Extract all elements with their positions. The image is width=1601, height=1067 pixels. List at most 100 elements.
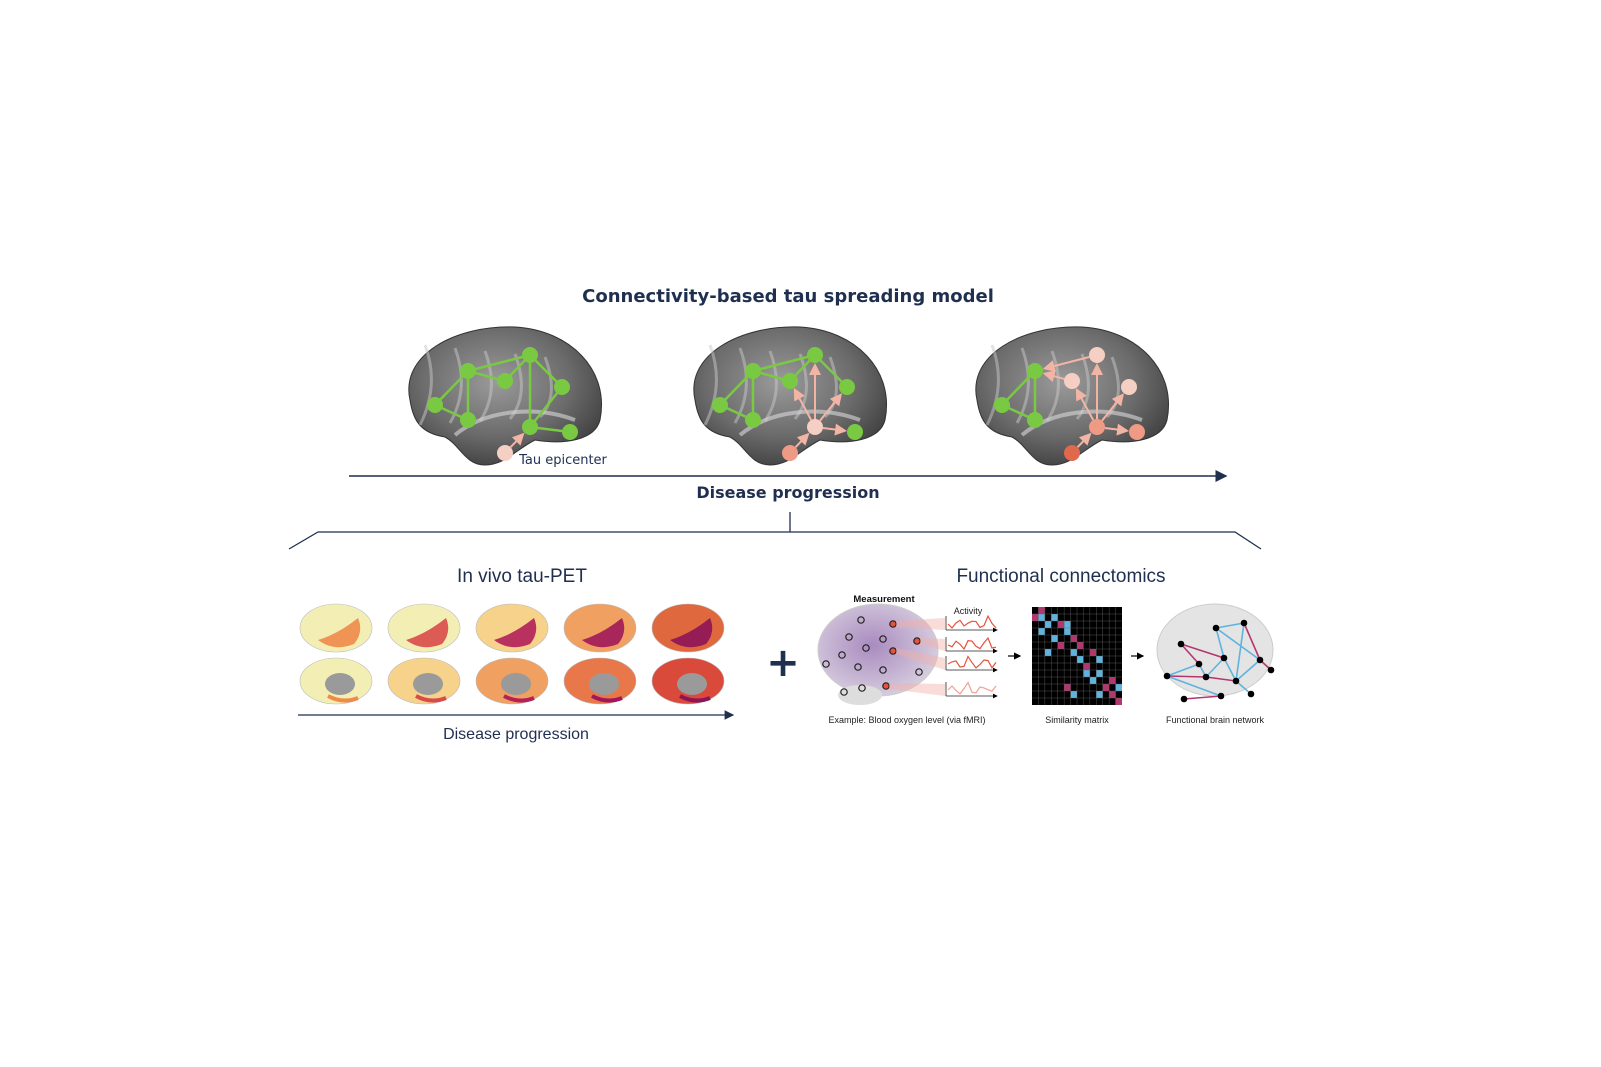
tau-epicenter-label: Tau epicenter xyxy=(518,453,607,468)
connectomics-title: Functional connectomics xyxy=(956,566,1165,587)
pet-temporal-uptake xyxy=(318,618,361,648)
corpus-callosum xyxy=(325,673,355,695)
matrix-cell xyxy=(1115,698,1122,705)
network-edge xyxy=(1166,675,1222,697)
matrix-cell xyxy=(1044,621,1052,628)
network-caption: Functional brain network xyxy=(1166,715,1265,725)
roi-node xyxy=(857,616,865,624)
figure-title: Connectivity-based tau spreading model xyxy=(582,286,994,307)
brain-sulcus xyxy=(763,350,778,422)
matrix-cell xyxy=(1096,670,1103,677)
matrix-cell xyxy=(1070,635,1077,642)
activity-trace xyxy=(947,614,997,629)
pet-temporal-uptake xyxy=(582,618,625,648)
healthy-node xyxy=(497,373,513,389)
connection-edge xyxy=(467,353,531,373)
matrix-cell xyxy=(1109,691,1116,698)
pet-medial-temporal-uptake xyxy=(503,694,535,703)
healthy-node xyxy=(460,363,476,379)
network-edge xyxy=(1205,657,1225,678)
brain-sulcus xyxy=(1015,347,1030,424)
healthy-node xyxy=(554,379,570,395)
matrix-cell xyxy=(1051,614,1058,621)
network-edge xyxy=(1235,659,1261,682)
healthy-node xyxy=(1027,363,1043,379)
tau-spread-arrow xyxy=(509,432,525,448)
tau-pet-brains xyxy=(299,603,725,705)
network-edge xyxy=(1235,680,1252,695)
healthy-node xyxy=(1027,412,1043,428)
healthy-node xyxy=(460,412,476,428)
matrix-cell xyxy=(1064,684,1071,691)
pet-brain-pair-1 xyxy=(299,603,373,705)
brain-sulcus xyxy=(985,344,1000,426)
roi-node xyxy=(845,633,853,641)
network-node xyxy=(1212,624,1220,632)
matrix-cell xyxy=(1057,621,1065,628)
connection-edge xyxy=(529,386,563,428)
matrix-cell xyxy=(1096,656,1103,663)
roi-node xyxy=(915,668,923,676)
healthy-node xyxy=(427,397,443,413)
tau-spread-brains xyxy=(408,326,1169,466)
network-node xyxy=(1240,619,1248,627)
matrix-cell xyxy=(1083,663,1090,670)
roi-node xyxy=(854,663,862,671)
bracket xyxy=(288,512,1262,550)
projection-beam xyxy=(896,618,945,630)
corpus-callosum xyxy=(501,673,531,695)
matrix-cell xyxy=(1096,691,1103,698)
matrix-cell xyxy=(1038,614,1045,621)
brain-lateral-surface xyxy=(693,326,887,466)
tau-spread-arrow xyxy=(822,423,848,436)
connection-edge xyxy=(752,353,816,373)
network-edge xyxy=(1215,627,1225,659)
matrix-cell xyxy=(1044,649,1052,656)
active-roi xyxy=(882,682,890,690)
network-node xyxy=(1163,672,1171,680)
tau-spread-arrow xyxy=(793,388,813,421)
tau-spread-arrow xyxy=(1075,388,1095,421)
matrix-cell xyxy=(1115,684,1122,691)
corpus-callosum xyxy=(589,673,619,695)
pet-brain-pair-3 xyxy=(475,603,549,705)
healthy-node xyxy=(522,419,538,435)
roi-node xyxy=(879,666,887,674)
projection-beam xyxy=(889,683,945,696)
brain-sulcus xyxy=(1045,350,1060,422)
network-node xyxy=(1220,654,1228,662)
brain-stage-2 xyxy=(693,326,887,466)
matrix-cell xyxy=(1089,677,1097,684)
projection-beam xyxy=(920,638,945,651)
tau-node xyxy=(807,419,823,435)
brain-stage-3 xyxy=(975,326,1169,466)
tau-spread-arrow xyxy=(794,432,810,448)
pet-brain-pair-4 xyxy=(563,603,637,705)
corpus-callosum xyxy=(677,673,707,695)
roi-node xyxy=(838,651,846,659)
matrix-cell xyxy=(1064,621,1071,628)
matrix-cell xyxy=(1089,649,1097,656)
pet-medial-temporal-uptake xyxy=(327,694,359,703)
matrix-caption: Similarity matrix xyxy=(1045,715,1109,725)
roi-node xyxy=(879,635,887,643)
pet-medial-temporal-uptake xyxy=(591,694,623,703)
measurement-label: Measurement xyxy=(853,594,915,605)
roi-node xyxy=(822,660,830,668)
corpus-callosum xyxy=(413,673,443,695)
network-node xyxy=(1217,692,1225,700)
pet-progression-label: Disease progression xyxy=(443,726,589,743)
network-edge xyxy=(1215,627,1261,661)
brain-lateral-surface xyxy=(408,326,602,466)
matrix-cell xyxy=(1051,635,1058,642)
healthy-node xyxy=(562,424,578,440)
activity-trace xyxy=(947,681,997,695)
matrix-cell xyxy=(1070,691,1077,698)
healthy-node xyxy=(847,424,863,440)
network-node xyxy=(1256,656,1264,664)
matrix-cell xyxy=(1083,670,1090,677)
brain-sulcus xyxy=(448,347,463,424)
tau-node xyxy=(497,445,513,461)
network-node xyxy=(1177,640,1185,648)
